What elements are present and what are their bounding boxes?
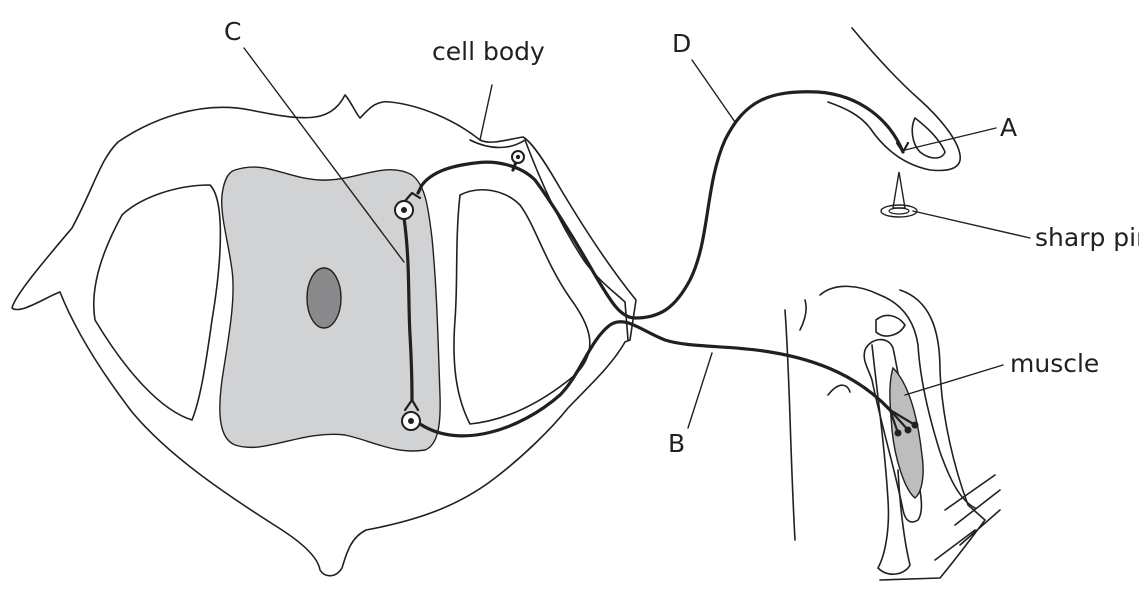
pin-base-outer <box>881 205 917 217</box>
leader-cell-body <box>480 85 492 140</box>
central-canal <box>307 268 341 328</box>
label-cell-body: cell body <box>432 37 545 66</box>
pin-base-inner <box>889 208 909 214</box>
leader-sharp-pin <box>913 211 1030 238</box>
label-c: C <box>224 17 241 46</box>
label-a: A <box>1000 113 1017 142</box>
label-muscle: muscle <box>1010 349 1099 378</box>
fingernail <box>912 118 945 158</box>
leader-d <box>692 60 735 122</box>
leader-b <box>688 353 712 428</box>
elbow-joint <box>876 315 905 336</box>
leader-a <box>905 128 996 150</box>
label-b: B <box>668 429 685 458</box>
motor-neuron-b <box>420 322 890 436</box>
sharp-pin-icon <box>893 172 905 208</box>
sensory-neuron-d <box>418 92 903 318</box>
white-matter-right <box>454 190 590 424</box>
label-sharp-pin: sharp pin <box>1035 223 1139 252</box>
label-d: D <box>672 29 691 58</box>
